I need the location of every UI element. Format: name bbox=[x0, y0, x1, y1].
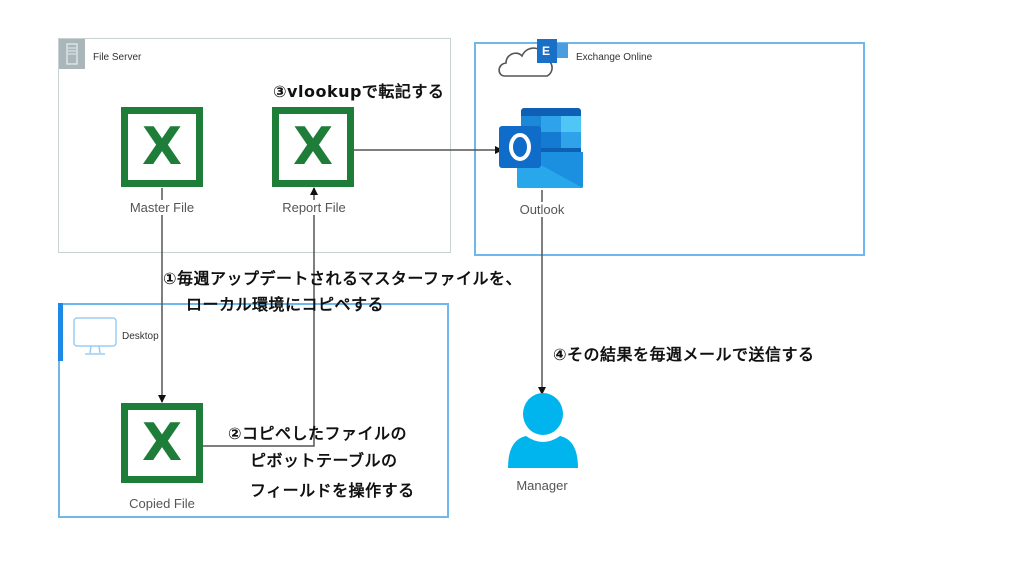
report-file-excel-icon[interactable]: X bbox=[272, 107, 354, 187]
report-file-label: Report File bbox=[254, 200, 374, 215]
manager-label: Manager bbox=[482, 478, 602, 493]
server-icon bbox=[59, 39, 85, 69]
step1-annotation-line2: ローカル環境にコピペする bbox=[186, 295, 385, 314]
manager-user-icon[interactable] bbox=[506, 392, 580, 473]
step1-annotation-line1: ①毎週アップデートされるマスターファイルを、 bbox=[163, 269, 522, 288]
step2-annotation-line2: ピボットテーブルの bbox=[250, 451, 398, 470]
step2-annotation-line1: ②コピペしたファイルの bbox=[228, 424, 408, 443]
exchange-icon: E bbox=[537, 39, 557, 63]
excel-x-glyph: X bbox=[141, 413, 183, 473]
outlook-label: Outlook bbox=[482, 202, 602, 217]
step2-annotation-line3: フィールドを操作する bbox=[250, 481, 415, 500]
desktop-group-accent bbox=[58, 303, 63, 361]
excel-x-glyph: X bbox=[141, 117, 183, 177]
monitor-icon bbox=[72, 316, 118, 363]
file-server-label: File Server bbox=[93, 52, 142, 63]
exchange-icon-grid bbox=[557, 43, 568, 58]
file-server-group bbox=[58, 38, 451, 253]
master-file-excel-icon[interactable]: X bbox=[121, 107, 203, 187]
step3-annotation: ③vlookupで転記する bbox=[273, 82, 445, 101]
outlook-icon[interactable] bbox=[499, 108, 587, 195]
desktop-label: Desktop bbox=[122, 331, 159, 342]
exchange-online-group bbox=[474, 42, 865, 256]
step4-annotation: ④その結果を毎週メールで送信する bbox=[553, 345, 815, 364]
exchange-online-label: Exchange Online bbox=[576, 52, 653, 63]
copied-file-label: Copied File bbox=[102, 496, 222, 511]
master-file-label: Master File bbox=[102, 200, 222, 215]
copied-file-excel-icon[interactable]: X bbox=[121, 403, 203, 483]
connector-copied-to-report bbox=[202, 187, 318, 447]
exchange-icon-letter: E bbox=[542, 44, 551, 58]
desktop-group bbox=[58, 303, 449, 518]
excel-x-glyph: X bbox=[292, 117, 334, 177]
